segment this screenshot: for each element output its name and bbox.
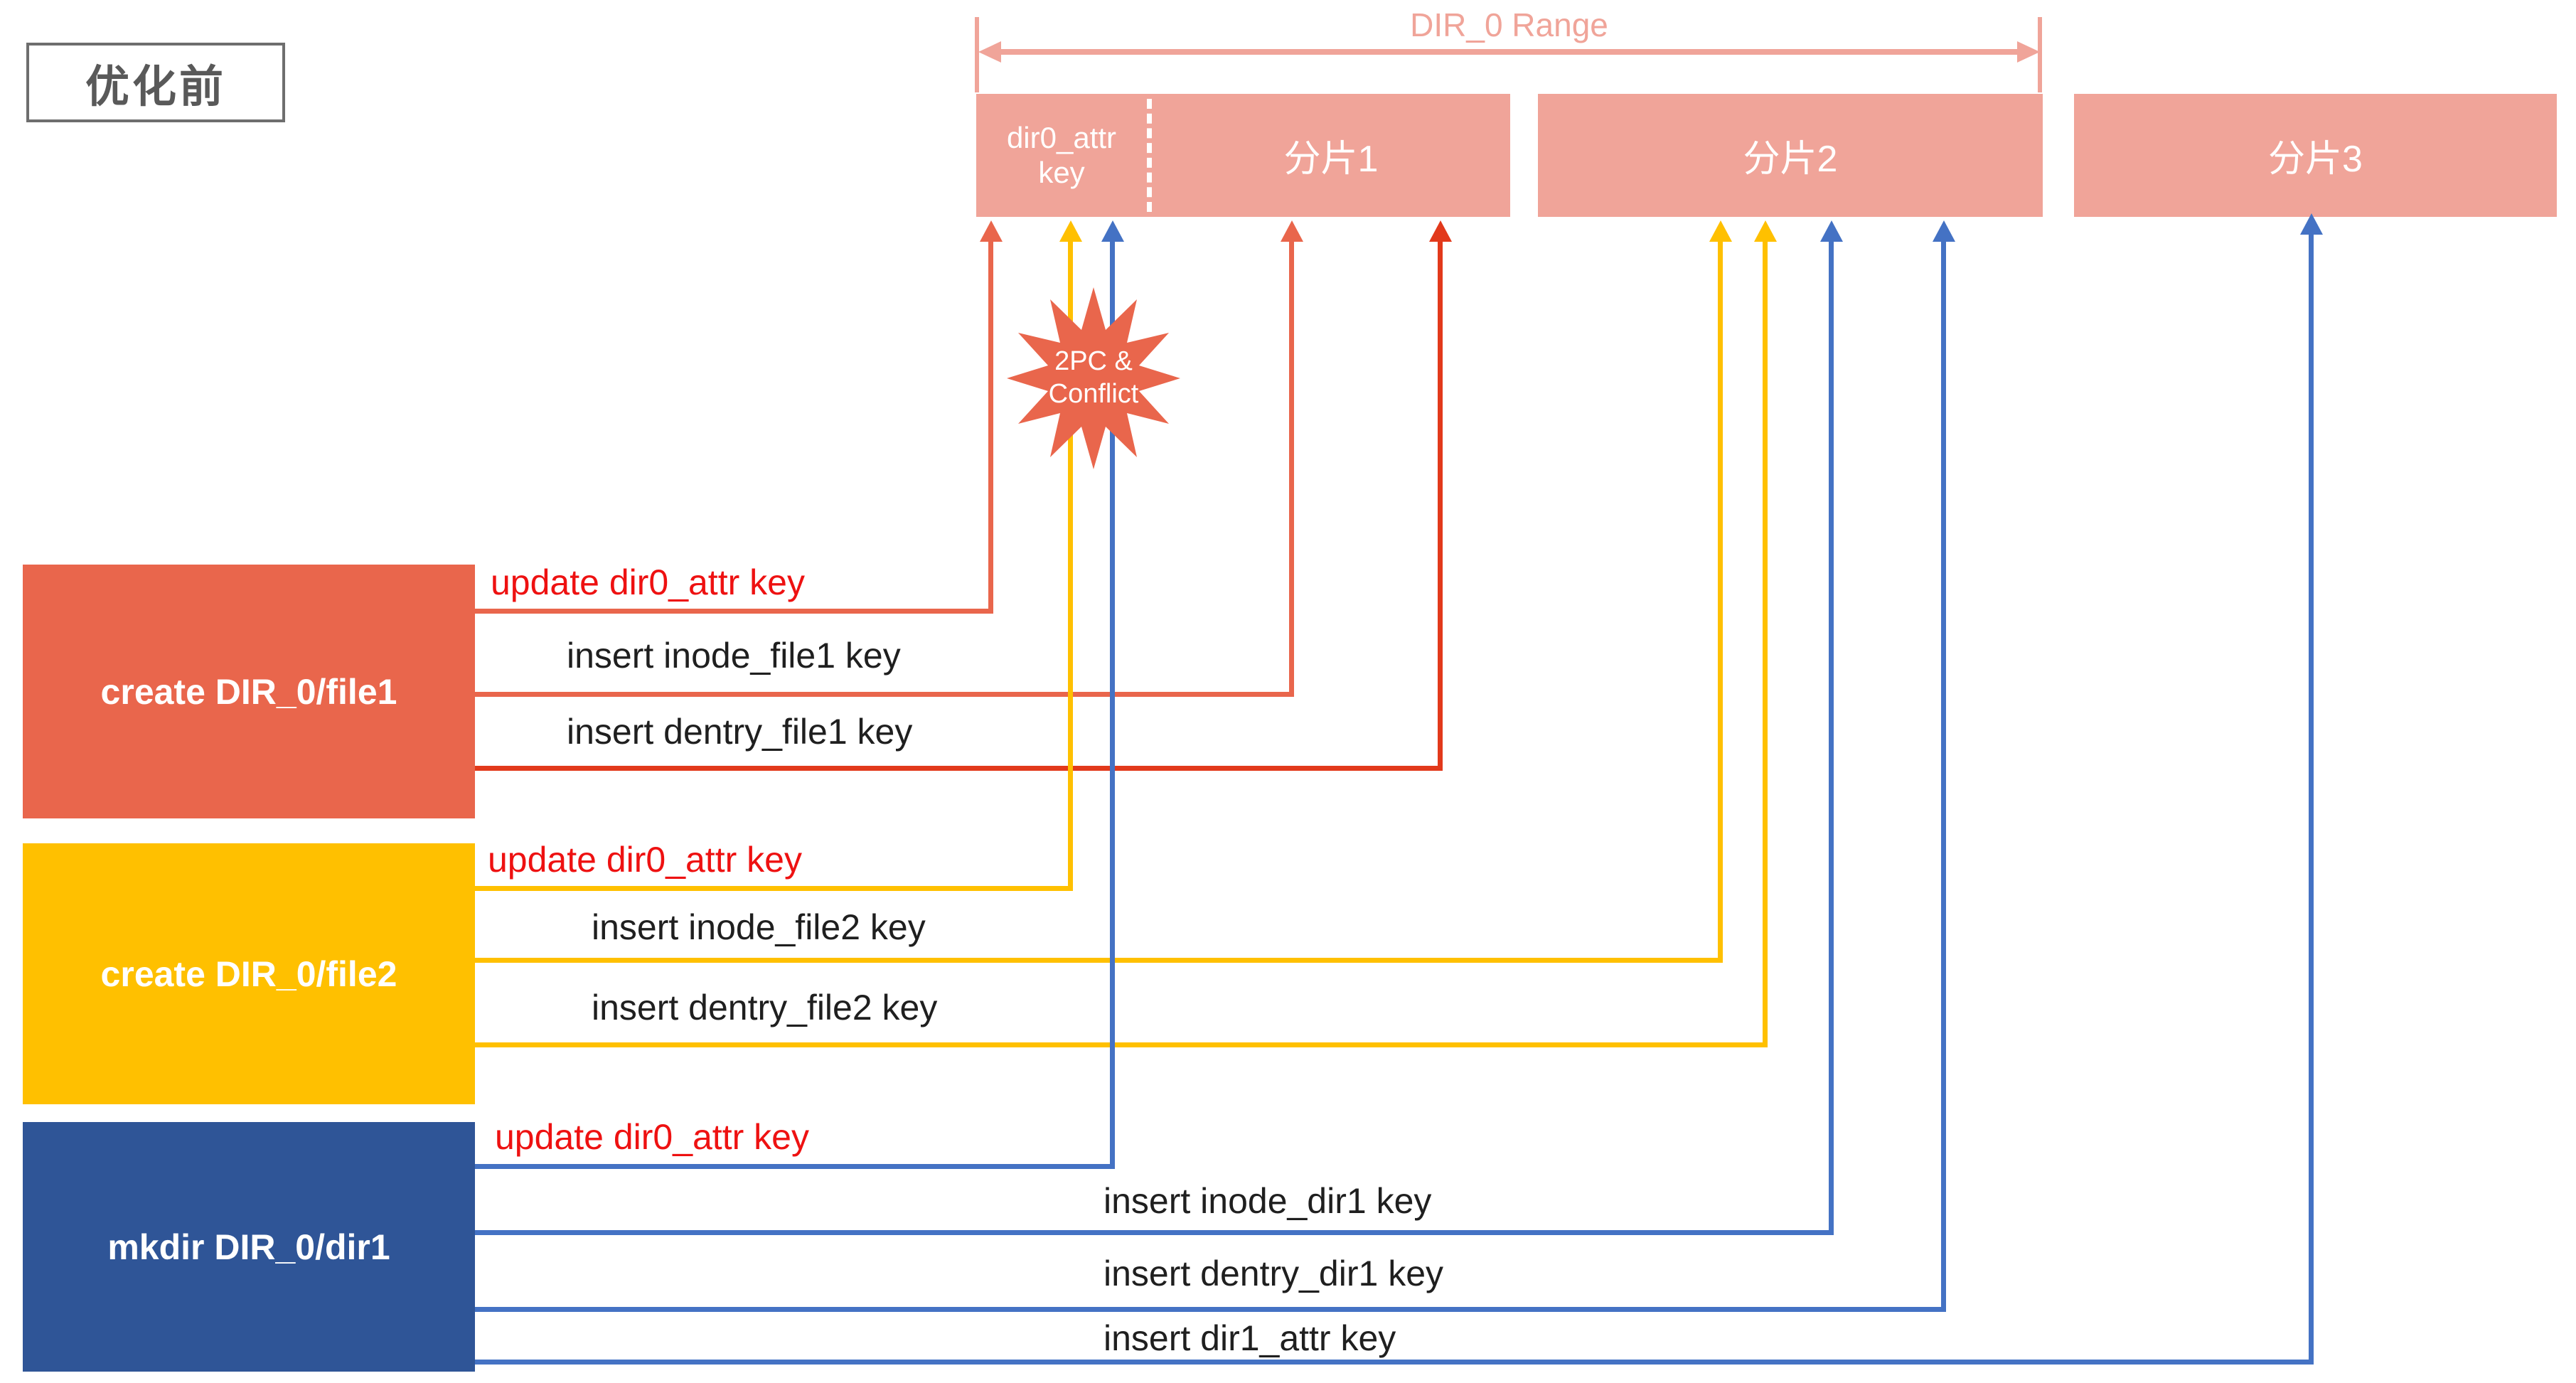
op1-dentry-arrowhead (1429, 220, 1452, 242)
shard1-box: dir0_attr key 分片1 (976, 94, 1510, 217)
op1-step-dentry-label: insert dentry_file1 key (567, 712, 913, 752)
op3-step-dentry-label: insert dentry_dir1 key (1103, 1254, 1444, 1293)
op1-inode-vline (1289, 237, 1294, 697)
op3-update-hline (475, 1164, 1115, 1169)
dir0-attr-key-cell: dir0_attr key (976, 94, 1147, 217)
op2-step-update-label: update dir0_attr key (488, 840, 802, 880)
op-box-create-file1: create DIR_0/file1 (23, 565, 475, 818)
op2-inode-hline (475, 958, 1723, 963)
op3-inode-arrowhead (1820, 220, 1843, 242)
dir0-attr-key-line2: key (1038, 155, 1085, 189)
op3-inode-vline (1829, 237, 1834, 1235)
shard3-label: 分片3 (2268, 139, 2363, 180)
op2-label: create DIR_0/file2 (100, 954, 397, 994)
op2-inode-arrowhead (1709, 220, 1732, 242)
op3-inode-hline (475, 1230, 1834, 1235)
op-box-create-file2: create DIR_0/file2 (23, 843, 475, 1104)
shard1-label-cell: 分片1 (1147, 99, 1510, 212)
dir0-attr-key-line1: dir0_attr (1006, 121, 1117, 155)
title-box: 优化前 (26, 43, 285, 122)
shard1-label: 分片1 (1283, 139, 1379, 180)
op1-dentry-hline (475, 766, 1443, 771)
dir0-range-endbar-left (975, 17, 979, 92)
page-title: 优化前 (85, 63, 226, 112)
op-box-mkdir-dir1: mkdir DIR_0/dir1 (23, 1122, 475, 1372)
op3-dentry-arrowhead (1933, 220, 1955, 242)
op1-inode-hline (475, 692, 1294, 697)
op2-update-hline (475, 886, 1073, 891)
op2-dentry-arrowhead (1754, 220, 1777, 242)
shard3-box: 分片3 (2074, 94, 2557, 217)
op3-dentry-vline (1941, 237, 1946, 1312)
op3-step-update-label: update dir0_attr key (495, 1117, 809, 1157)
op3-step-inode-label: insert inode_dir1 key (1103, 1181, 1432, 1221)
op2-dentry-vline (1763, 237, 1768, 1047)
op2-step-dentry-label: insert dentry_file2 key (592, 988, 938, 1027)
conflict-text-line2: Conflict (1048, 379, 1139, 409)
op1-step-update-label: update dir0_attr key (491, 562, 805, 602)
dir0-range-label: DIR_0 Range (1410, 6, 1608, 43)
op1-inode-arrowhead (1281, 220, 1303, 242)
op2-update-vline (1068, 237, 1073, 891)
op3-dirattr-arrowhead (2300, 213, 2323, 235)
op2-step-inode-label: insert inode_file2 key (592, 907, 926, 947)
shard2-label: 分片2 (1743, 139, 1838, 180)
dir0-range-line (997, 49, 2021, 55)
op3-step-dirattr-label: insert dir1_attr key (1103, 1318, 1396, 1358)
op1-update-hline (475, 609, 993, 614)
conflict-text-line1: 2PC & (1054, 346, 1133, 377)
op1-step-inode-label: insert inode_file1 key (567, 636, 901, 676)
op2-inode-vline (1718, 237, 1723, 963)
op3-label: mkdir DIR_0/dir1 (107, 1227, 390, 1267)
op3-dentry-hline (475, 1307, 1946, 1312)
dir0-range-endbar-right (2038, 17, 2042, 92)
op2-dentry-hline (475, 1042, 1768, 1047)
op3-dirattr-vline (2309, 230, 2314, 1365)
shard2-box: 分片2 (1538, 94, 2043, 217)
op1-update-arrowhead (980, 220, 1003, 242)
op1-label: create DIR_0/file1 (100, 671, 397, 712)
op1-update-vline (988, 237, 993, 614)
conflict-starburst (1007, 287, 1180, 469)
op2-update-arrowhead (1059, 220, 1082, 242)
op3-dirattr-hline (475, 1360, 2314, 1365)
conflict-starburst-text: 2PC & Conflict (1003, 284, 1185, 472)
op1-dentry-vline (1438, 237, 1443, 771)
dir0-range-arrowhead-left (978, 41, 1001, 63)
dir0-range-arrowhead-right (2017, 41, 2040, 63)
op3-update-vline (1110, 237, 1115, 1169)
op3-update-arrowhead (1101, 220, 1124, 242)
